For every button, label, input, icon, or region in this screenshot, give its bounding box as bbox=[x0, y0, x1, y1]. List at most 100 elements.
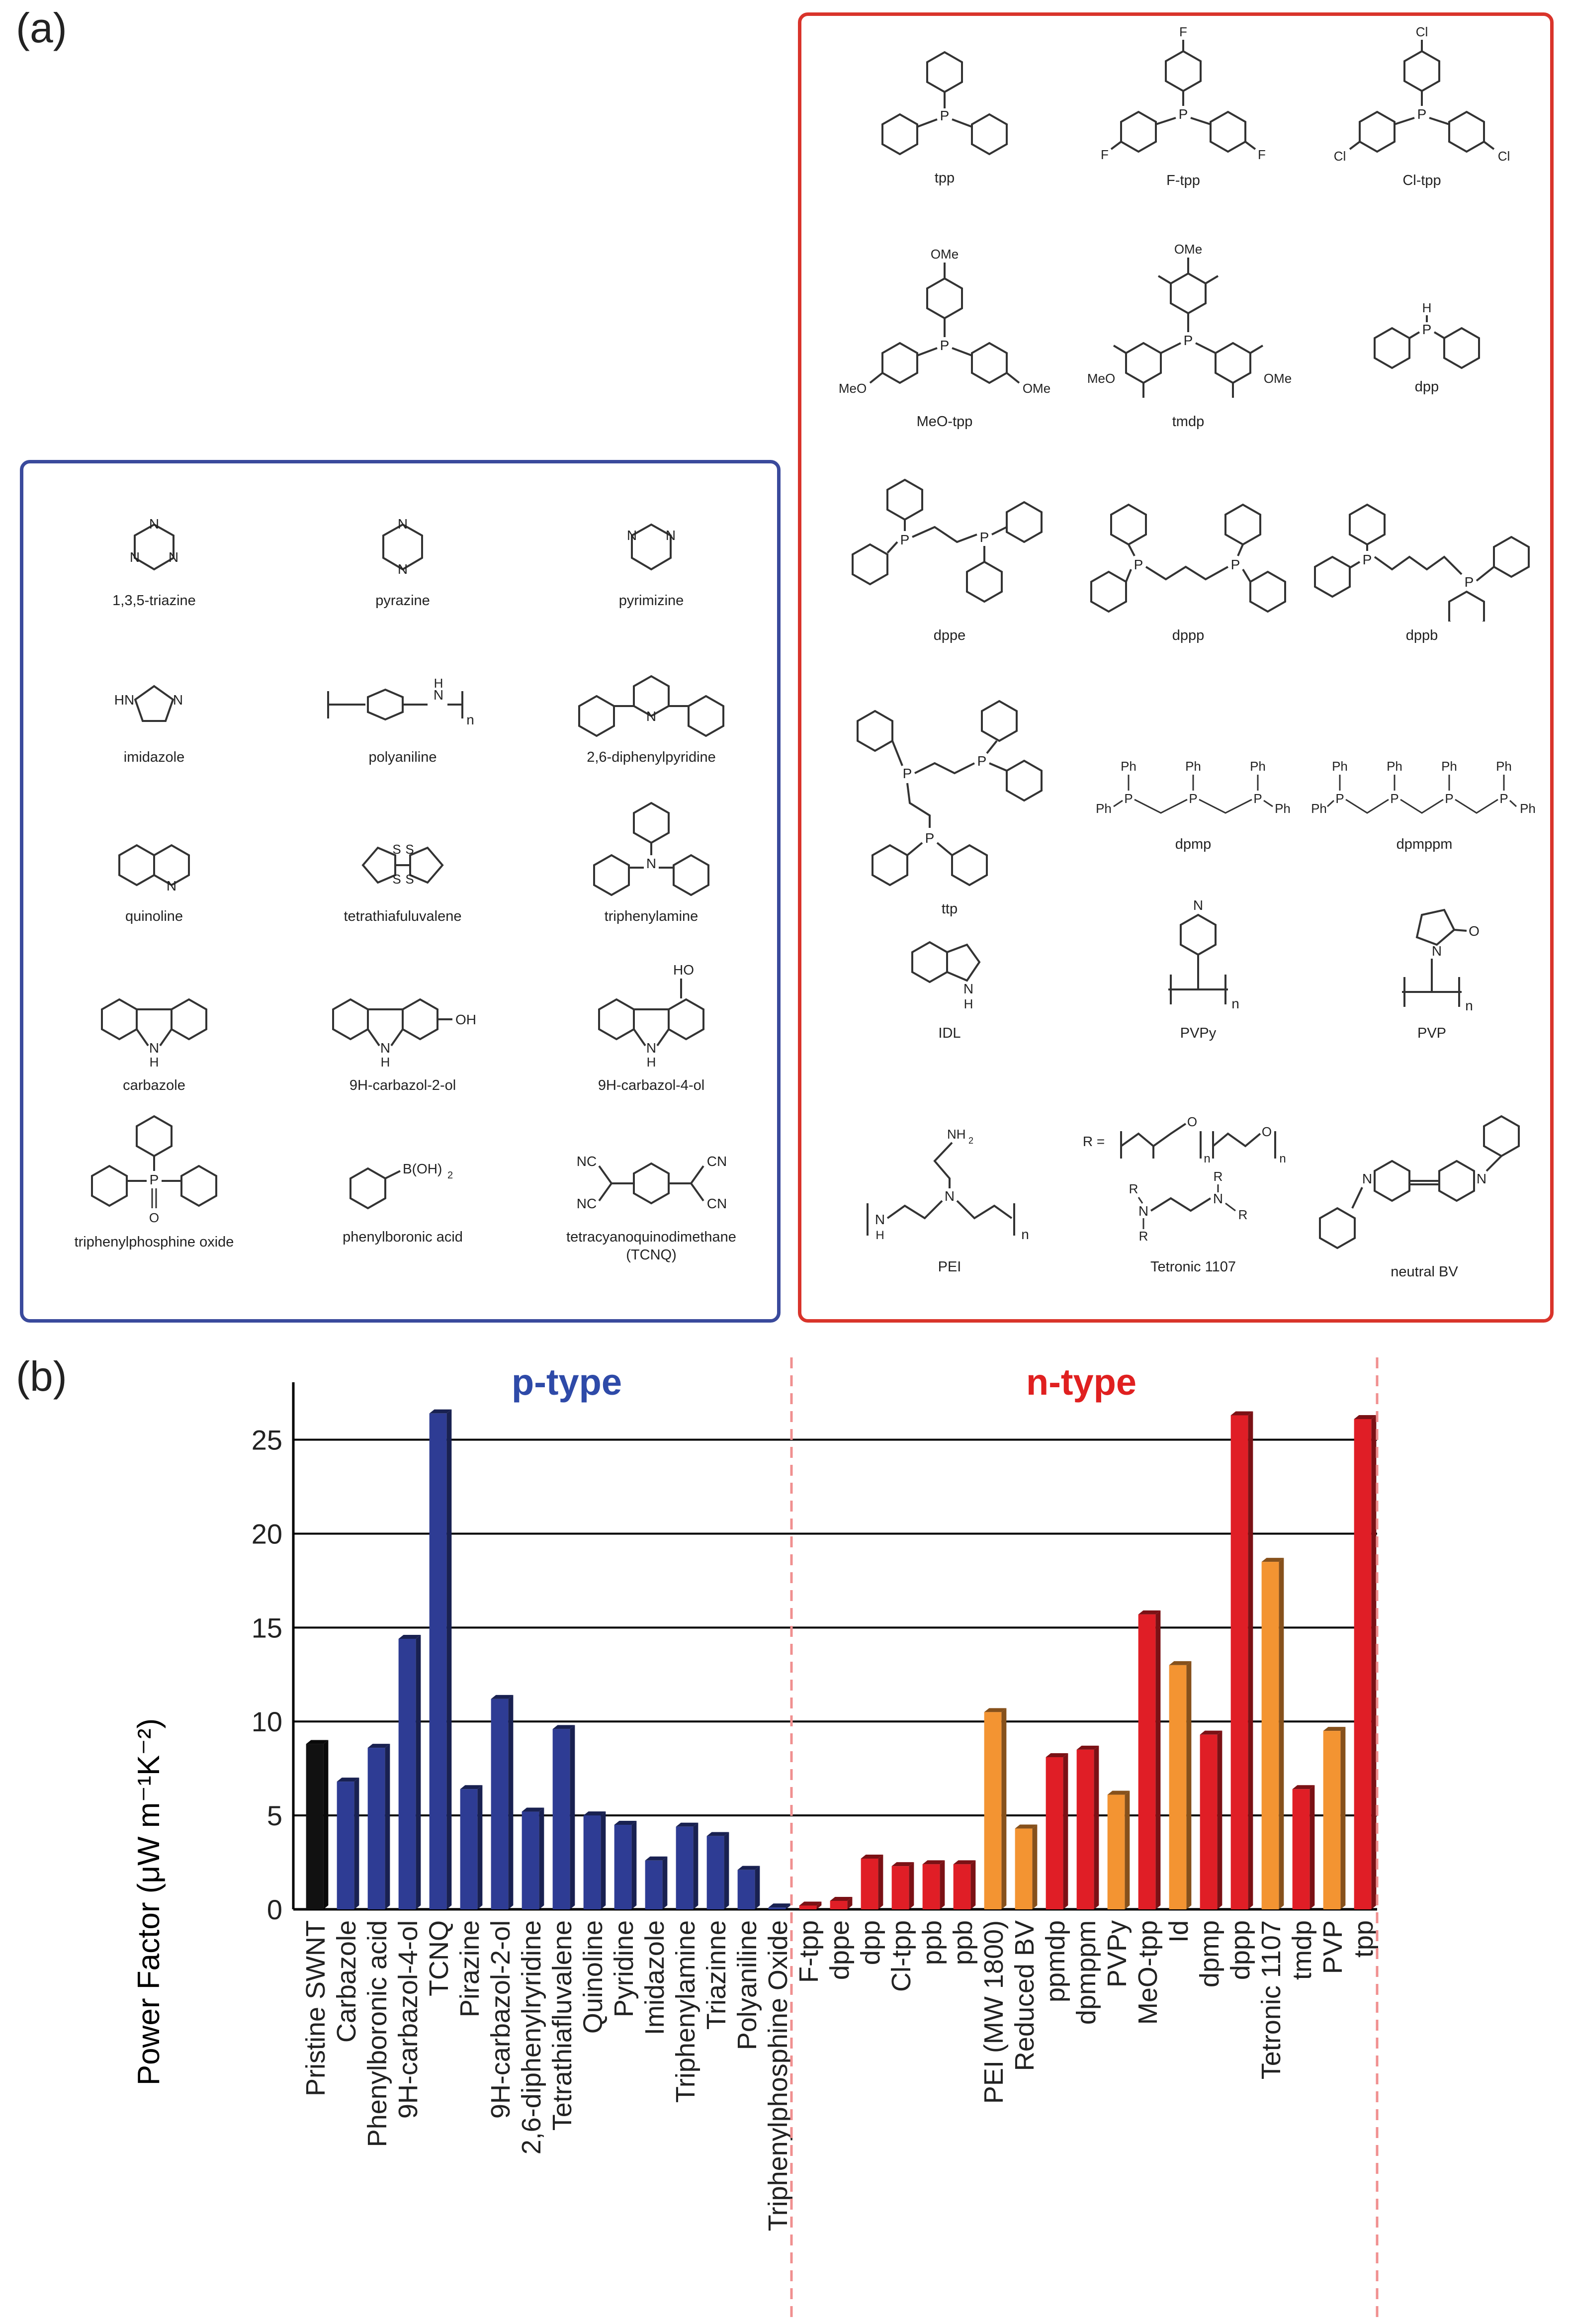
atom-label: Cl bbox=[1416, 24, 1428, 39]
atom-label: P bbox=[1124, 791, 1133, 806]
compound-name: dppe bbox=[933, 627, 966, 643]
atom-label: P bbox=[1422, 322, 1432, 337]
compound-name: phenylboronic acid bbox=[343, 1229, 463, 1245]
atom-label: Ph bbox=[1441, 759, 1457, 774]
atom-label: H bbox=[875, 1229, 884, 1242]
x-category-label: ppb bbox=[948, 1920, 978, 1965]
atom-label: Ph bbox=[1121, 759, 1136, 774]
atom-label: n bbox=[1021, 1227, 1029, 1242]
x-category-label: dpmp bbox=[1195, 1920, 1224, 1987]
atom-label: P bbox=[150, 1172, 159, 1187]
atom-label: N bbox=[398, 561, 408, 577]
dppb-drawing: P P bbox=[1314, 503, 1530, 622]
diphenylpyridine-drawing: N bbox=[578, 675, 724, 737]
atom-label: H bbox=[964, 996, 973, 1011]
atom-label: O bbox=[149, 1210, 159, 1225]
atom-label: NH bbox=[947, 1127, 966, 1142]
atom-label: N bbox=[1193, 897, 1203, 913]
structure-tetronic: R = O n O n R N R N R R Tetronic 1107 bbox=[1079, 1104, 1308, 1276]
compound-name: 9H-carbazol-2-ol bbox=[349, 1077, 456, 1093]
tppo-drawing: P O bbox=[91, 1115, 217, 1225]
bar bbox=[1354, 1415, 1377, 1909]
x-category-label: Triphenylamine bbox=[671, 1920, 700, 2103]
ttp-drawing: P P P bbox=[857, 700, 1043, 887]
bar bbox=[1169, 1661, 1192, 1909]
atom-label: P bbox=[980, 530, 989, 545]
atom-label: N bbox=[1432, 943, 1442, 959]
atom-label: N bbox=[875, 1212, 885, 1227]
bar bbox=[552, 1725, 575, 1909]
bar bbox=[522, 1807, 544, 1909]
atom-label: N bbox=[666, 528, 676, 543]
f-tpp-drawing: F P F F bbox=[1101, 24, 1266, 162]
compound-name: polyaniline bbox=[368, 749, 437, 765]
dpp-drawing: H P bbox=[1374, 300, 1480, 369]
atom-label: MeO bbox=[1087, 371, 1115, 386]
structure-diphenylpyridine: N 2,6-diphenylpyridine bbox=[537, 661, 766, 766]
compound-name: 1,3,5-triazine bbox=[112, 593, 196, 609]
atom-label: O bbox=[1262, 1124, 1272, 1139]
atom-label: F bbox=[1101, 147, 1109, 162]
atom-label: P bbox=[1231, 557, 1240, 572]
structure-cl-tpp: Cl P Cl Cl Cl-tpp bbox=[1312, 22, 1531, 189]
structure-meo-tpp: OMe P MeO OMe MeO-tpp bbox=[825, 244, 1064, 431]
x-category-label: dppp bbox=[1225, 1920, 1255, 1980]
x-category-label: dpmppm bbox=[1071, 1920, 1101, 2025]
x-category-label: Tetrathiafluvalene bbox=[547, 1920, 577, 2131]
x-category-label: Pyridine bbox=[609, 1920, 639, 2017]
bar bbox=[861, 1855, 883, 1909]
bar bbox=[953, 1860, 976, 1909]
atom-label: n bbox=[1279, 1152, 1286, 1165]
atom-label: H bbox=[1422, 300, 1432, 315]
structure-tcnq: NC NC CN CN tetracyanoquinodimethane (TC… bbox=[537, 1144, 766, 1264]
atom-label: Cl bbox=[1334, 149, 1346, 164]
atom-label: R = bbox=[1083, 1134, 1105, 1149]
x-category-label: ppb bbox=[917, 1920, 947, 1965]
atom-label: Ph bbox=[1250, 759, 1266, 774]
dpmp-drawing: Ph Ph Ph P P P Ph Ph bbox=[1096, 759, 1291, 816]
n-type-dopant-box bbox=[798, 12, 1554, 1323]
bar bbox=[768, 1903, 791, 1909]
x-category-label: 9H-carbazol-4-ol bbox=[393, 1920, 423, 2119]
structure-triazine: N N N 1,3,5-triazine bbox=[65, 512, 244, 610]
compound-name: PVP bbox=[1417, 1025, 1447, 1041]
atom-label: N bbox=[173, 692, 183, 708]
atom-label: P bbox=[1134, 557, 1143, 572]
compound-name: quinoline bbox=[125, 908, 183, 924]
structure-carbazol-2-ol: OH N H 9H-carbazol-2-ol bbox=[298, 987, 507, 1094]
compound-name: dppb bbox=[1405, 627, 1438, 643]
compound-name: tetracyanoquinodimethane bbox=[566, 1229, 736, 1245]
atom-label: R bbox=[1238, 1207, 1248, 1222]
x-category-label: Cl-tpp bbox=[886, 1920, 916, 1992]
x-category-label: PVPy bbox=[1102, 1920, 1132, 1987]
pvp-drawing: O N n bbox=[1402, 908, 1480, 1013]
atom-label: P bbox=[1335, 791, 1344, 806]
bar bbox=[337, 1778, 359, 1909]
x-category-label: TCNQ bbox=[424, 1920, 454, 1996]
compound-name: Tetronic 1107 bbox=[1150, 1259, 1236, 1275]
compound-name: IDL bbox=[938, 1025, 961, 1041]
atom-label: N bbox=[646, 1040, 656, 1056]
atom-label: P bbox=[940, 108, 950, 123]
compound-name: PVPy bbox=[1180, 1025, 1217, 1041]
bar bbox=[1200, 1730, 1222, 1909]
atom-label: N bbox=[149, 1040, 159, 1056]
atom-label: Ph bbox=[1096, 801, 1112, 816]
atom-label: N bbox=[627, 528, 637, 543]
atom-label: P bbox=[903, 766, 912, 781]
atom-label: N bbox=[167, 878, 176, 894]
x-category-label: Polyaniline bbox=[732, 1920, 762, 2050]
compound-name: MeO-tpp bbox=[916, 414, 973, 430]
atom-label: O bbox=[1187, 1114, 1197, 1129]
triazine-drawing: N N N bbox=[130, 516, 178, 571]
bar bbox=[1323, 1727, 1346, 1909]
bar bbox=[1015, 1824, 1038, 1909]
x-category-label: 9H-carbazol-2-ol bbox=[486, 1920, 516, 2119]
compound-name: tpp bbox=[934, 170, 955, 186]
atom-label: N bbox=[1477, 1171, 1486, 1186]
compound-name: tetrathiafuluvalene bbox=[344, 908, 462, 924]
structure-pei: NH 2 N N H n PEI bbox=[845, 1119, 1054, 1276]
carbazol-2-ol-drawing: OH N H bbox=[332, 998, 476, 1070]
atom-label: N bbox=[945, 1188, 955, 1204]
bar bbox=[491, 1695, 514, 1909]
